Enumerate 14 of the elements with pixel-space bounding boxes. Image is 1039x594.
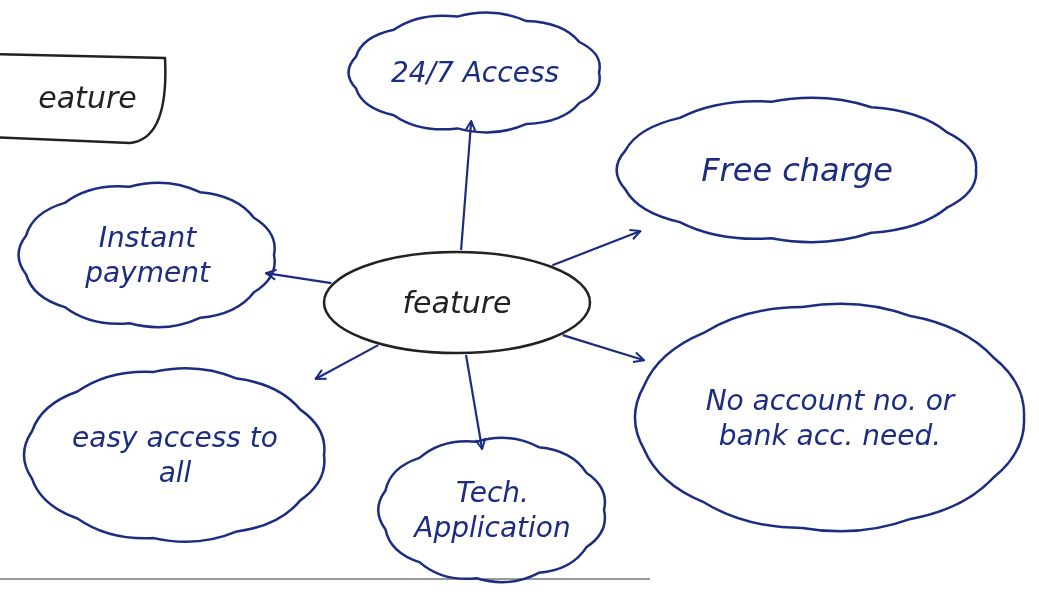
- node-label: No account no. or bank acc. need.: [704, 382, 957, 453]
- node-label: easy access to all: [71, 420, 279, 490]
- arrow: [460, 120, 477, 251]
- node-label: 24/7 Access: [390, 55, 560, 90]
- arrow: [265, 268, 332, 285]
- node-label: Free charge: [701, 150, 893, 190]
- node-label: eature: [38, 78, 137, 117]
- arrow: [562, 334, 645, 363]
- node-label: Tech. Application: [412, 475, 572, 545]
- arrow: [552, 228, 642, 267]
- node-label: Instant payment: [84, 220, 212, 290]
- arrow: [464, 354, 487, 450]
- node-label: feature: [402, 283, 512, 322]
- arrow: [314, 344, 379, 380]
